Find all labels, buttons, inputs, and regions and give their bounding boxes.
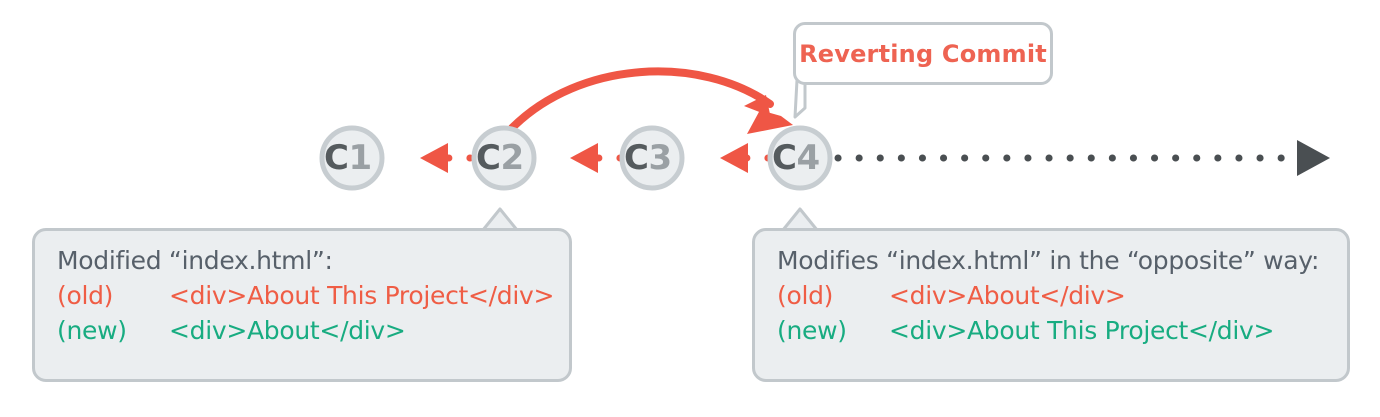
reverting-commit-tooltip: Reverting Commit [793,22,1053,85]
callout-c4-lines: Modifies “index.html” in the “opposite” … [777,243,1337,348]
commit-label-c3: C3 [624,138,672,178]
parent-link-c3-c2 [570,143,624,173]
new-tag: (new) [57,316,127,345]
revert-arc-c2-to-c4 [508,67,793,134]
callout-c4-row-old: (old) <div>About</div> [777,278,1337,313]
commit-label-c2: C2 [476,138,524,178]
timeline-arrow-right [834,140,1330,176]
commit-node-c4[interactable] [767,125,833,191]
callout-c2-row-old: (old) <div>About This Project</div> [57,278,559,313]
callout-c2: Modified “index.html”: (old) <div>About T… [32,228,572,382]
new-code: <div>About</div> [169,316,406,345]
callout-c2-heading: Modified “index.html”: [57,246,333,275]
new-tag: (new) [777,316,847,345]
commit-node-c2[interactable] [471,125,537,191]
callout-c4-row-new: (new) <div>About This Project</div> [777,313,1337,348]
commit-label-c1: C1 [324,138,372,178]
commit-node-c1[interactable] [319,125,385,191]
callout-c4-heading: Modifies “index.html” in the “opposite” … [777,246,1320,275]
old-code: <div>About</div> [889,281,1126,310]
parent-link-c2-c1 [420,143,474,173]
commit-label-c4: C4 [772,138,820,178]
new-code: <div>About This Project</div> [889,316,1275,345]
commit-node-c3[interactable] [619,125,685,191]
parent-link-c4-c3 [720,143,772,173]
callout-c4: Modifies “index.html” in the “opposite” … [752,228,1350,382]
callout-c2-lines: Modified “index.html”: (old) <div>About T… [57,243,559,348]
old-code: <div>About This Project</div> [169,281,555,310]
callout-c2-row-new: (new) <div>About</div> [57,313,559,348]
reverting-commit-label: Reverting Commit [799,39,1047,68]
old-tag: (old) [57,281,114,310]
old-tag: (old) [777,281,834,310]
